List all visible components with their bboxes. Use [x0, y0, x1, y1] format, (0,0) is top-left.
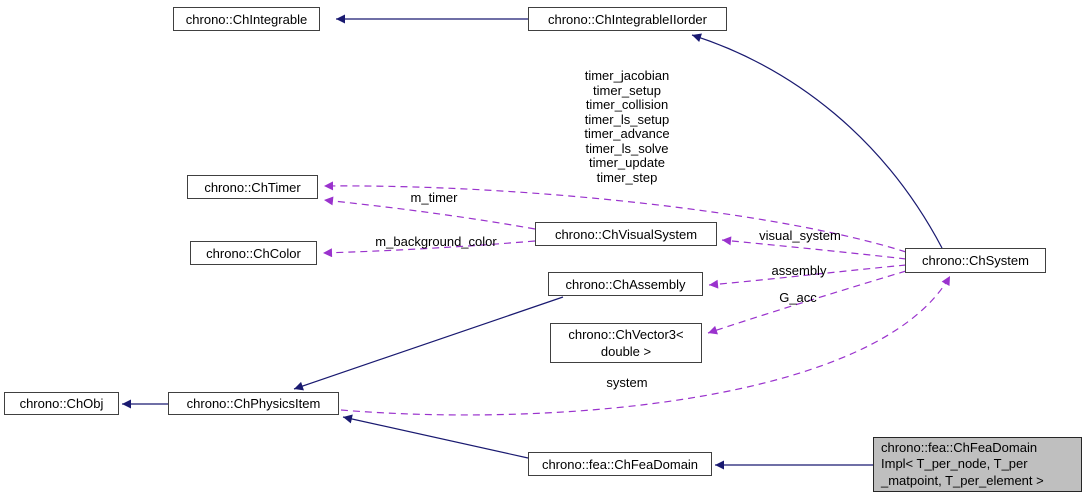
edge-usage-system-to-visualsystem: [721, 236, 907, 260]
edge-usage-visualsystem-to-color: [322, 240, 536, 258]
node-chsystem[interactable]: chrono::ChSystem: [905, 248, 1046, 273]
edge-inheritance-feadomain-to-physicsitem: [342, 414, 529, 459]
node-chfeadomainimpl-current: chrono::fea::ChFeaDomain Impl< T_per_nod…: [873, 437, 1082, 492]
node-chintegrableiiorder[interactable]: chrono::ChIntegrableIIorder: [528, 7, 727, 31]
edge-usage-physicsitem-to-system: [340, 275, 951, 416]
edge-usage-system-to-vector3: [707, 270, 907, 335]
node-chvector3[interactable]: chrono::ChVector3< double >: [550, 323, 702, 363]
node-chphysicsitem[interactable]: chrono::ChPhysicsItem: [168, 392, 339, 415]
node-chtimer[interactable]: chrono::ChTimer: [187, 175, 318, 199]
node-chcolor[interactable]: chrono::ChColor: [190, 241, 317, 265]
node-chobj[interactable]: chrono::ChObj: [4, 392, 119, 415]
node-chassembly[interactable]: chrono::ChAssembly: [548, 272, 703, 296]
edge-inheritance-system-to-iiorder: [691, 33, 943, 249]
edge-usage-system-to-assembly: [708, 264, 907, 289]
edge-usage-system-to-timer: [323, 181, 907, 253]
edge-usage-visualsystem-to-timer: [323, 196, 536, 230]
edge-inheritance-assembly-to-physicsitem: [293, 296, 564, 391]
node-chvisualsystem[interactable]: chrono::ChVisualSystem: [535, 222, 717, 246]
node-chintegrable[interactable]: chrono::ChIntegrable: [173, 7, 320, 31]
node-chfeadomain[interactable]: chrono::fea::ChFeaDomain: [528, 452, 712, 476]
